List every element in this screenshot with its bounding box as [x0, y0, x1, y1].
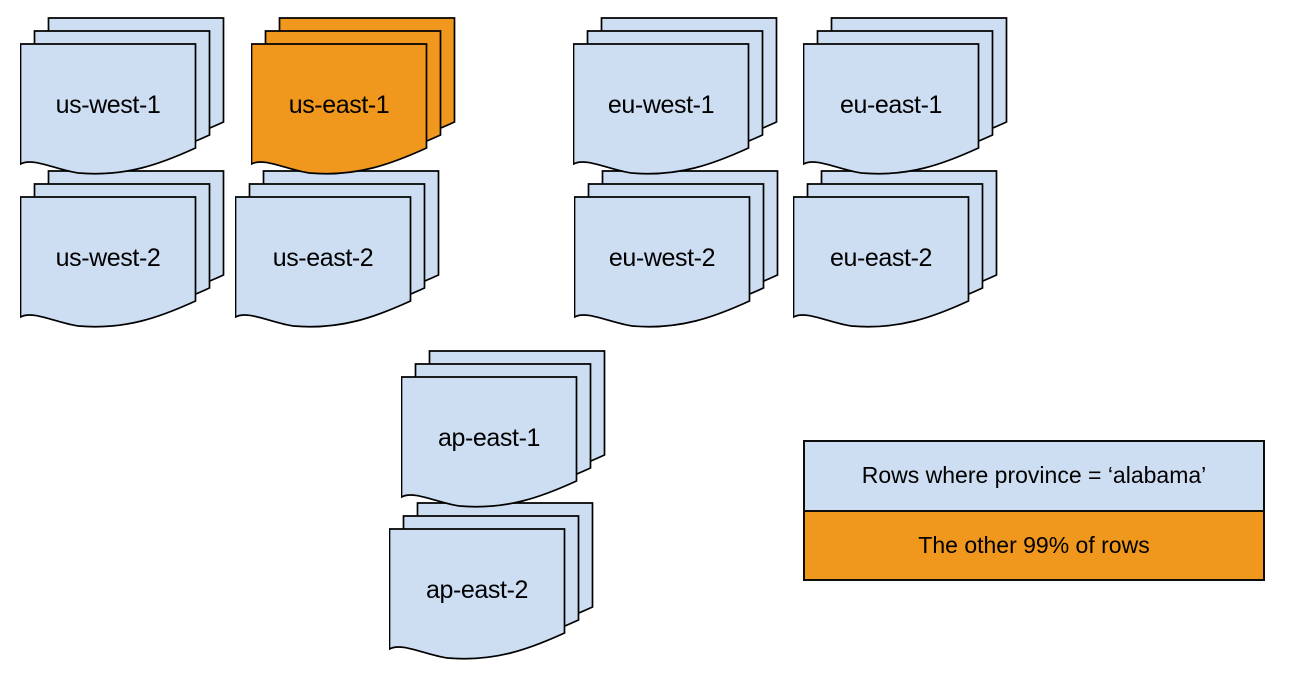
region-stack-us-west-2: us-west-2: [20, 170, 225, 330]
document-stack-icon: [793, 170, 998, 328]
document-stack-icon: [803, 17, 1008, 175]
document-stack-icon: [251, 17, 456, 175]
region-stack-eu-east-2: eu-east-2: [793, 170, 998, 330]
document-stack-icon: [401, 350, 606, 508]
document-stack-icon: [235, 170, 440, 328]
document-stack-icon: [20, 17, 225, 175]
document-stack-icon: [573, 17, 778, 175]
legend: Rows where province = ‘alabama’ The othe…: [803, 440, 1265, 581]
legend-row-alabama: Rows where province = ‘alabama’: [805, 442, 1263, 510]
legend-row-other-rows: The other 99% of rows: [805, 509, 1263, 579]
document-stack-icon: [20, 170, 225, 328]
region-stack-eu-west-2: eu-west-2: [574, 170, 779, 330]
region-stack-ap-east-1: ap-east-1: [401, 350, 606, 510]
region-stack-us-west-1: us-west-1: [20, 17, 225, 177]
document-stack-icon: [389, 502, 594, 660]
region-stack-us-east-2: us-east-2: [235, 170, 440, 330]
region-stack-us-east-1: us-east-1: [251, 17, 456, 177]
region-stack-eu-west-1: eu-west-1: [573, 17, 778, 177]
document-stack-icon: [574, 170, 779, 328]
region-stack-eu-east-1: eu-east-1: [803, 17, 1008, 177]
region-stack-ap-east-2: ap-east-2: [389, 502, 594, 662]
